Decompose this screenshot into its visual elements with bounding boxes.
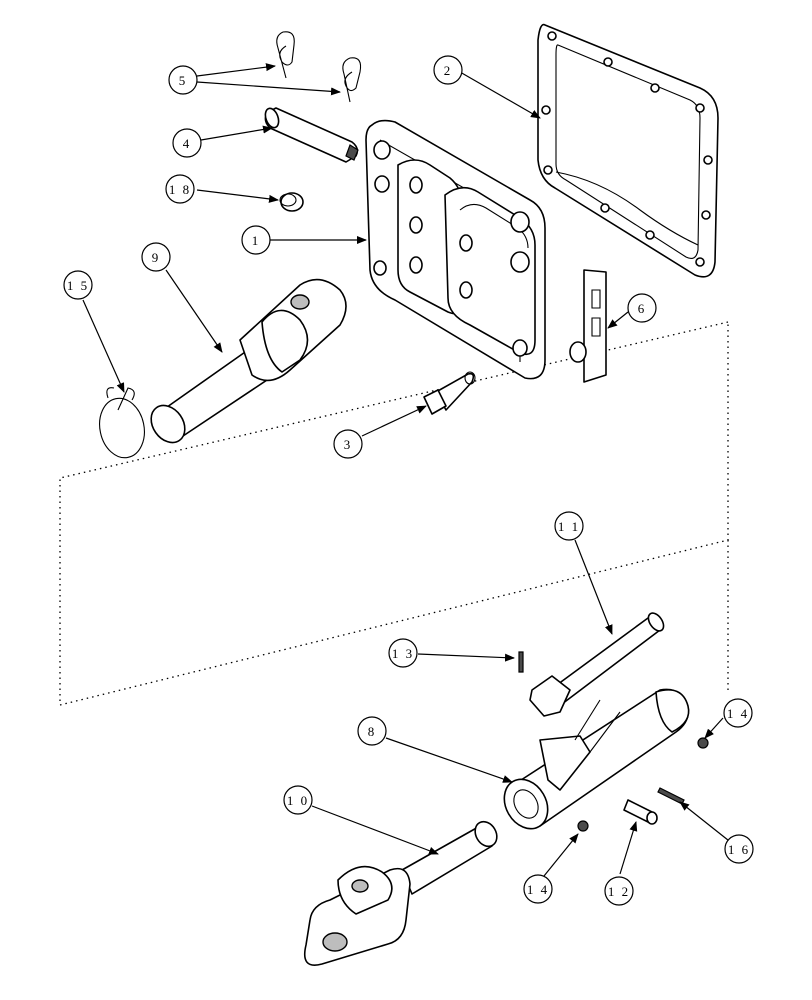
bolt-part: [423, 371, 476, 415]
gasket-part: [537, 23, 719, 278]
callout-label: 4: [183, 136, 192, 151]
callout-3: 3: [333, 429, 363, 459]
callout-label: 6: [638, 301, 647, 316]
callout-15: 1 5: [63, 270, 93, 300]
callout-label: 1: [252, 233, 261, 248]
callout-1: 1: [241, 225, 271, 255]
callout-label: 1 8: [169, 182, 191, 197]
callout-9: 9: [141, 242, 171, 272]
callout-label: 2: [444, 63, 453, 78]
callout-8: 8: [357, 716, 387, 746]
cylinder-body-part: [503, 688, 690, 830]
callout-4: 4: [172, 128, 202, 158]
callout-label: 1 4: [527, 882, 549, 897]
callout-label: 1 3: [392, 646, 414, 661]
spring-pin-part: [657, 787, 685, 805]
callout-10: 1 0: [283, 785, 313, 815]
callout-label: 1 5: [67, 278, 89, 293]
callout-label: 1 4: [727, 706, 749, 721]
callout-label: 3: [344, 437, 353, 452]
callout-14-lower: 1 4: [523, 874, 553, 904]
clevis-pin-part: [623, 799, 658, 825]
grease-fitting-part: [577, 737, 709, 832]
callout-label: 5: [179, 73, 188, 88]
leader-lines: [82, 63, 739, 877]
callout-16: 1 6: [724, 834, 754, 864]
lock-plate-part: [569, 269, 607, 383]
callout-label: 1 0: [287, 793, 309, 808]
roll-pin-part: [518, 651, 524, 673]
callout-5: 5: [168, 65, 198, 95]
housing-part: [365, 119, 546, 380]
callout-label: 9: [152, 250, 161, 265]
assembly-outline: [59, 321, 729, 706]
ring-clip-part: [99, 387, 145, 459]
callout-11: 1 1: [554, 511, 584, 541]
callout-2: 2: [433, 55, 463, 85]
callout-label: 1 1: [558, 519, 580, 534]
callout-14-upper: 1 4: [723, 698, 753, 728]
yoke-shaft-upper-part: [150, 278, 347, 444]
callout-18: 1 8: [165, 174, 195, 204]
callout-label: 1 2: [608, 884, 630, 899]
plug-part: [279, 192, 304, 212]
shaft-part: [529, 612, 665, 717]
callout-12: 1 2: [604, 876, 634, 906]
hair-pin-clip-part: [276, 31, 362, 103]
callout-label: 8: [368, 724, 377, 739]
yoke-shaft-lower-part: [303, 820, 498, 966]
callout-13: 1 3: [388, 638, 418, 668]
callout-label: 1 6: [728, 842, 750, 857]
callout-6: 6: [627, 293, 657, 323]
pin-part: [264, 107, 359, 163]
